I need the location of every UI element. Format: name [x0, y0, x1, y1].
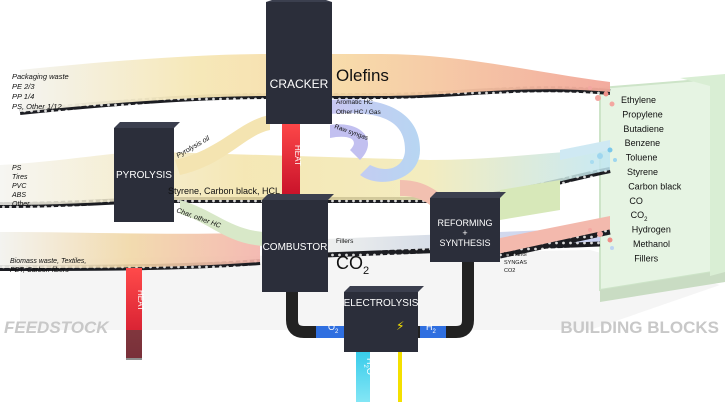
combustor-label: COMBUSTOR: [263, 242, 328, 253]
other-hc-gas-label: Other HC / Gas: [336, 109, 382, 116]
cracker-unit: [266, 0, 332, 124]
building-block-item: Propylene: [622, 109, 663, 119]
syngas-flow-label: SYNGAS: [504, 260, 527, 266]
olefins-label: Olefins: [336, 66, 389, 85]
building-block-item: Toluene: [626, 153, 658, 163]
gas-pipes: [286, 262, 474, 402]
fillers-flow-label: Fillers: [336, 238, 354, 245]
svg-text:Other: Other: [12, 201, 30, 208]
electrolysis-label: ELECTROLYSIS: [344, 298, 419, 309]
building-blocks-heading: BUILDING BLOCKS: [560, 318, 719, 337]
heat-cracker-label: HEAT: [293, 145, 302, 166]
svg-text:Biomass waste, Textiles,: Biomass waste, Textiles,: [10, 258, 86, 265]
lightning-icon: ⚡: [396, 319, 404, 333]
aromatic-label: Aromatic HC: [336, 99, 373, 106]
svg-text:PS: PS: [12, 165, 22, 172]
biomass-feedstock-list: Biomass waste, Textiles, PET, Carbon fib…: [10, 258, 86, 274]
styrene-flow-label: Styrene, Carbon black, HCL: [168, 186, 280, 196]
svg-text:ABS: ABS: [11, 192, 26, 199]
building-block-item: CO: [629, 196, 643, 206]
building-block-item: Hydrogen: [632, 225, 671, 235]
o2-label: O2: [328, 322, 339, 335]
electrolysis-unit: [344, 286, 424, 352]
heat-feed-label: HEAT: [136, 290, 145, 311]
svg-text:Packaging waste: Packaging waste: [12, 72, 69, 81]
combustor-unit: [262, 194, 334, 292]
reforming-plus-label: +: [462, 228, 467, 238]
building-block-item: Ethylene: [621, 95, 656, 105]
synthesis-label: SYNTHESIS: [439, 238, 490, 248]
packaging-feedstock-list: Packaging waste PE 2/3 PP 1/4 PS, Other …: [12, 72, 69, 111]
mixed-feedstock-list: PS Tires PVC ABS Other: [11, 165, 30, 208]
svg-text:PS, Other 1/12: PS, Other 1/12: [12, 102, 62, 111]
building-block-item: Methanol: [633, 239, 670, 249]
h2o-label: H2O: [362, 358, 375, 375]
svg-text:PET, Carbon fibers: PET, Carbon fibers: [10, 267, 69, 274]
building-block-item: Butadiene: [623, 124, 664, 134]
svg-text:PVC: PVC: [12, 183, 27, 190]
labels: CRACKER PYROLYSIS COMBUSTOR REFORMING + …: [4, 66, 719, 375]
svg-text:Tires: Tires: [12, 174, 28, 181]
pyrolysis-label: PYROLYSIS: [116, 170, 172, 181]
building-block-item: Styrene: [627, 167, 658, 177]
co2-label: CO2: [336, 253, 369, 277]
svg-text:PP 1/4: PP 1/4: [12, 92, 34, 101]
h2-label: H2: [426, 322, 437, 335]
building-block-item: Fillers: [634, 253, 658, 263]
svg-text:PE 2/3: PE 2/3: [12, 82, 35, 91]
building-block-item: Benzene: [625, 138, 661, 148]
building-block-item: Carbon black: [628, 181, 682, 191]
reforming-unit: [430, 192, 506, 262]
particles: [588, 86, 617, 250]
building-blocks-tray: [599, 74, 725, 302]
building-blocks-list: EthylenePropyleneButadieneBenzeneToluene…: [621, 95, 682, 263]
methanol-flow-label: Methanol: [504, 252, 527, 258]
cracker-label: CRACKER: [270, 77, 329, 91]
units: [114, 0, 506, 352]
feedstock-heading: FEEDSTOCK: [4, 318, 110, 337]
co2-small-label: CO2: [504, 268, 515, 274]
building-block-item: CO2: [631, 210, 649, 223]
reforming-label: REFORMING: [438, 218, 493, 228]
pyrolysis-unit: [114, 122, 180, 222]
heat-pipes: [126, 120, 300, 360]
